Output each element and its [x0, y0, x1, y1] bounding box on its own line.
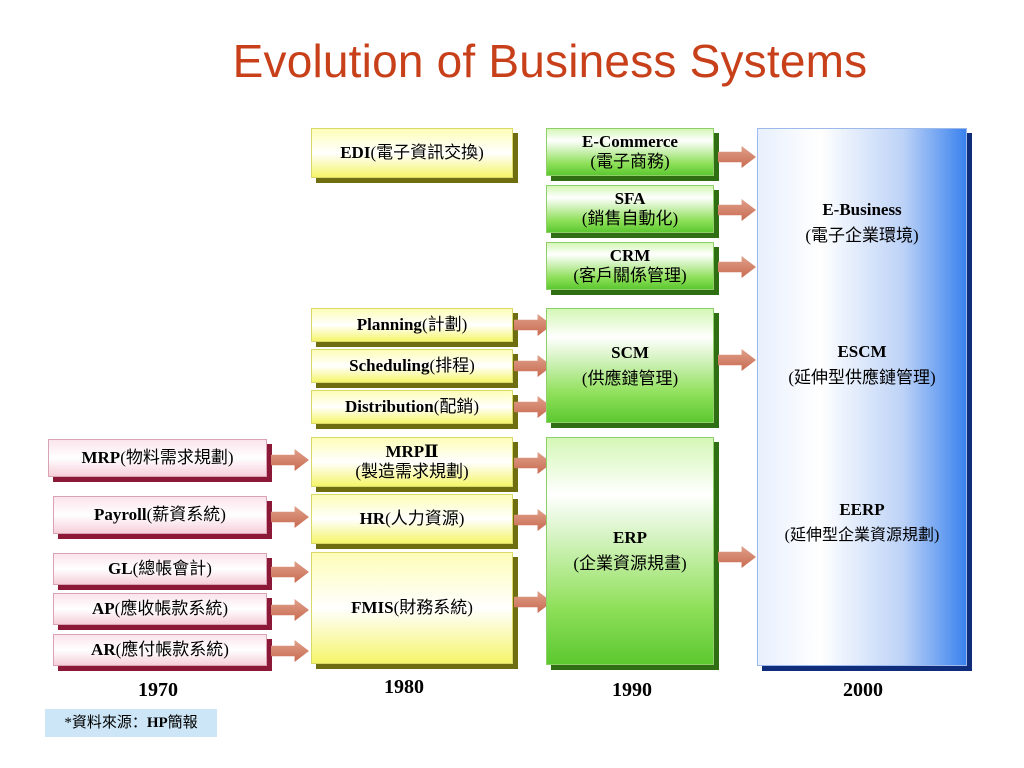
payroll-label: Payroll	[94, 505, 147, 524]
mrp2-box: MRPⅡ (製造需求規劃)	[311, 437, 513, 487]
ap-subtitle: (應收帳款系統)	[114, 599, 228, 618]
eerp-group: EERP (延伸型企業資源規劃)	[758, 497, 966, 549]
scm-label: SCM	[611, 342, 649, 362]
extended-enterprise-box: E-Business (電子企業環境) ESCM (延伸型供應鏈管理) EERP…	[757, 128, 967, 666]
fmis-subtitle: (財務系統)	[393, 598, 473, 617]
eerp-subtitle: (延伸型企業資源規劃)	[784, 527, 940, 544]
page-title: Evolution of Business Systems	[232, 35, 868, 87]
scm-box: SCM (供應鏈管理)	[546, 308, 714, 423]
mrp2-subtitle: (製造需求規劃)	[355, 462, 469, 481]
arrow-right-icon	[718, 349, 756, 371]
distribution-subtitle: (配銷)	[433, 397, 480, 416]
payroll-subtitle: (薪資系統)	[146, 505, 226, 524]
mrp2-label: MRPⅡ	[385, 442, 439, 461]
escm-group: ESCM (延伸型供應鏈管理)	[758, 339, 966, 391]
edi-subtitle: (電子資訊交換)	[370, 143, 484, 162]
escm-label: ESCM	[837, 342, 887, 361]
crm-box: CRM (客戶關係管理)	[546, 242, 714, 290]
sfa-box: SFA (銷售自動化)	[546, 185, 714, 233]
sfa-label: SFA	[614, 189, 646, 208]
sfa-subtitle: (銷售自動化)	[581, 209, 679, 228]
arrow-right-icon	[271, 449, 309, 471]
edi-box: EDI(電子資訊交換)	[311, 128, 513, 178]
ar-label: AR	[91, 640, 116, 659]
gl-label: GL	[108, 559, 133, 578]
arrow-right-icon	[718, 199, 756, 221]
payroll-box: Payroll(薪資系統)	[53, 496, 267, 534]
crm-label: CRM	[609, 246, 651, 265]
arrow-right-icon	[718, 256, 756, 278]
mrp-box: MRP(物料需求規劃)	[48, 439, 267, 477]
year-label-1970: 1970	[138, 679, 178, 701]
ecommerce-subtitle: (電子商務)	[590, 152, 670, 171]
year-label-2000: 2000	[843, 679, 883, 701]
fmis-label: FMIS	[351, 598, 394, 617]
ecommerce-box: E-Commerce (電子商務)	[546, 128, 714, 176]
year-label-1990: 1990	[612, 679, 652, 701]
crm-subtitle: (客戶關係管理)	[573, 266, 687, 285]
hr-subtitle: (人力資源)	[385, 509, 465, 528]
distribution-label: Distribution	[344, 397, 434, 416]
ecommerce-label: E-Commerce	[582, 132, 678, 151]
source-name: HP	[146, 715, 168, 731]
fmis-box: FMIS(財務系統)	[311, 552, 513, 664]
erp-label: ERP	[613, 528, 647, 547]
planning-label: Planning	[356, 315, 422, 334]
year-label-1980: 1980	[384, 676, 424, 698]
source-suffix: 簡報	[167, 715, 198, 731]
planning-subtitle: (計劃)	[421, 315, 468, 334]
eerp-label: EERP	[839, 500, 885, 519]
ap-label: AP	[92, 599, 115, 618]
mrp-subtitle: (物料需求規劃)	[120, 448, 234, 467]
scm-subtitle: (供應鏈管理)	[581, 368, 679, 388]
scheduling-subtitle: (排程)	[429, 356, 475, 375]
ap-box: AP(應收帳款系統)	[53, 593, 267, 625]
arrow-right-icon	[271, 506, 309, 528]
gl-subtitle: (總帳會計)	[132, 559, 212, 578]
arrow-right-icon	[271, 640, 309, 662]
mrp-label: MRP	[81, 448, 121, 467]
gl-box: GL(總帳會計)	[53, 553, 267, 585]
ebusiness-group: E-Business (電子企業環境)	[758, 197, 966, 249]
hr-label: HR	[359, 509, 386, 528]
ar-box: AR(應付帳款系統)	[53, 634, 267, 666]
arrow-right-icon	[718, 146, 756, 168]
arrow-right-icon	[718, 546, 756, 568]
edi-label: EDI	[340, 143, 371, 162]
hr-box: HR(人力資源)	[311, 494, 513, 544]
ar-subtitle: (應付帳款系統)	[115, 640, 229, 659]
ebusiness-subtitle: (電子企業環境)	[805, 226, 919, 245]
escm-subtitle: (延伸型供應鏈管理)	[788, 368, 936, 387]
scheduling-label: Scheduling	[349, 356, 430, 375]
source-note: *資料來源：HP簡報	[45, 709, 217, 737]
erp-subtitle: (企業資源規畫)	[573, 554, 687, 573]
ebusiness-label: E-Business	[822, 200, 902, 219]
arrow-right-icon	[271, 599, 309, 621]
source-prefix: *資料來源：	[64, 715, 147, 731]
erp-box: ERP (企業資源規畫)	[546, 437, 714, 665]
planning-box: Planning(計劃)	[311, 308, 513, 342]
scheduling-box: Scheduling(排程)	[311, 349, 513, 383]
arrow-right-icon	[271, 561, 309, 583]
distribution-box: Distribution(配銷)	[311, 390, 513, 424]
